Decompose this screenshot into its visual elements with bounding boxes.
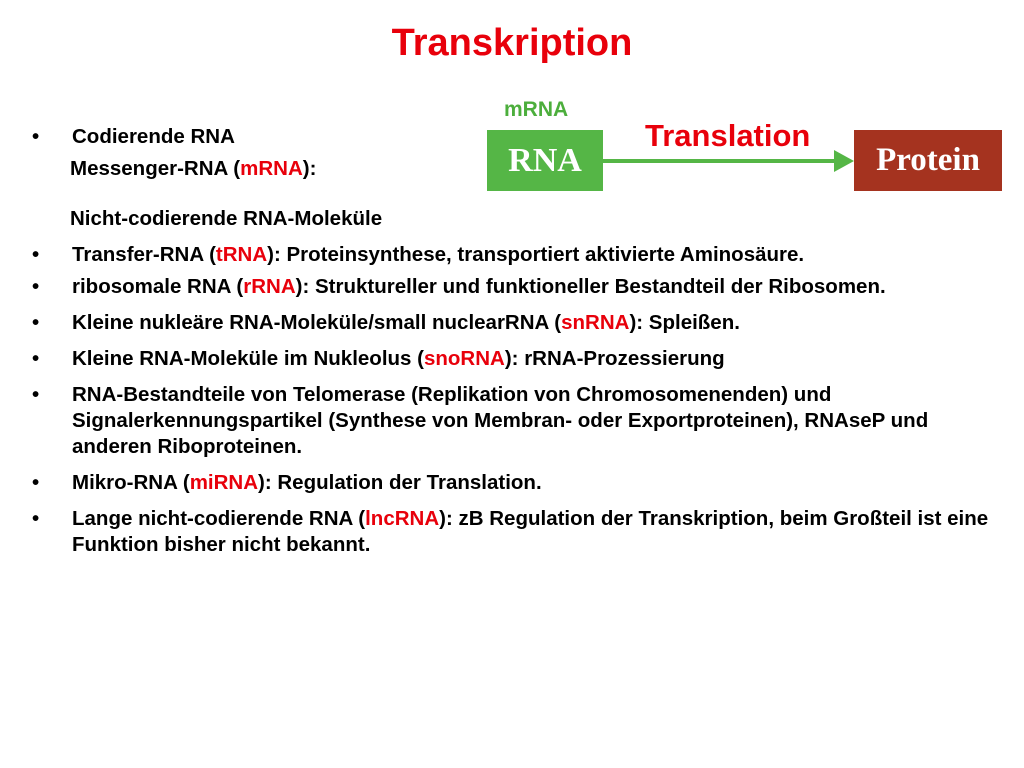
item-abbr: miRNA bbox=[189, 471, 259, 494]
bullet-icon: • bbox=[32, 347, 40, 370]
item-text-rest: ): zB Regulation der Transkription, beim… bbox=[72, 507, 989, 556]
item-text: Kleine nukleäre RNA-Moleküle/small nucle… bbox=[72, 311, 562, 334]
item-text: ribosomale RNA ( bbox=[72, 275, 244, 298]
item-text-rest: ): Spleißen. bbox=[629, 311, 740, 334]
item-text-rest: ): Proteinsynthese, transportiert aktivi… bbox=[267, 243, 805, 266]
bullet-icon: • bbox=[32, 243, 40, 266]
item-text-rest: ): Regulation der Translation. bbox=[258, 471, 542, 494]
item-text-rest: ): Struktureller und funktioneller Besta… bbox=[295, 275, 886, 298]
item-abbr: snRNA bbox=[561, 311, 630, 334]
item-text: Mikro-RNA ( bbox=[72, 471, 190, 494]
item-text: RNA-Bestandteile von Telomerase (Replika… bbox=[72, 383, 929, 458]
item-abbr: snoRNA bbox=[423, 347, 505, 370]
slide-title: Transkription bbox=[391, 22, 633, 64]
list-item: • RNA-Bestandteile von Telomerase (Repli… bbox=[30, 382, 1010, 460]
mrna-label: mRNA bbox=[504, 98, 569, 121]
noncoding-header: Nicht-codierende RNA-Moleküle bbox=[70, 207, 383, 230]
mrna-line-pre: Messenger-RNA ( bbox=[70, 157, 241, 180]
list-item: • ribosomale RNA (rRNA): Struktureller u… bbox=[30, 274, 1010, 300]
bullet-icon: • bbox=[32, 471, 40, 494]
item-text-rest: ): rRNA-Prozessierung bbox=[504, 347, 725, 370]
list-item: • Lange nicht-codierende RNA (lncRNA): z… bbox=[30, 506, 1010, 558]
mrna-line: Messenger-RNA (mRNA): bbox=[30, 156, 1010, 182]
list-item: • Mikro-RNA (miRNA): Regulation der Tran… bbox=[30, 470, 1010, 496]
bullet-icon: • bbox=[32, 507, 40, 530]
item-text: Lange nicht-codierende RNA ( bbox=[72, 507, 366, 530]
mrna-line-post: ): bbox=[302, 157, 317, 180]
bullet-icon: • bbox=[32, 311, 40, 334]
translation-label: Translation bbox=[645, 118, 811, 153]
protein-box: Protein bbox=[854, 130, 1002, 191]
arrow-head-icon bbox=[834, 150, 854, 172]
bullet-icon: • bbox=[32, 275, 40, 298]
item-text: Kleine RNA-Moleküle im Nukleolus ( bbox=[72, 347, 424, 370]
bullet-list: • Codierende RNA Messenger-RNA (mRNA): N… bbox=[30, 124, 1010, 558]
mrna-line-abbr: mRNA bbox=[240, 157, 303, 180]
bullet-icon: • bbox=[32, 383, 40, 406]
list-item: • Transfer-RNA (tRNA): Proteinsynthese, … bbox=[30, 242, 1010, 268]
coding-rna-text: Codierende RNA bbox=[72, 125, 235, 148]
coding-rna-bullet: • Codierende RNA bbox=[30, 124, 1010, 150]
item-abbr: lncRNA bbox=[365, 507, 440, 530]
item-abbr: tRNA bbox=[215, 243, 268, 266]
bullet-icon: • bbox=[32, 125, 40, 148]
rna-box: RNA bbox=[487, 130, 603, 191]
item-abbr: rRNA bbox=[243, 275, 296, 298]
list-item: • Kleine RNA-Moleküle im Nukleolus (snoR… bbox=[30, 346, 1010, 372]
arrow-line bbox=[603, 159, 837, 163]
item-text: Transfer-RNA ( bbox=[72, 243, 216, 266]
translation-diagram: mRNA RNA Translation Protein bbox=[0, 0, 1024, 210]
list-item: • Kleine nukleäre RNA-Moleküle/small nuc… bbox=[30, 310, 1010, 336]
